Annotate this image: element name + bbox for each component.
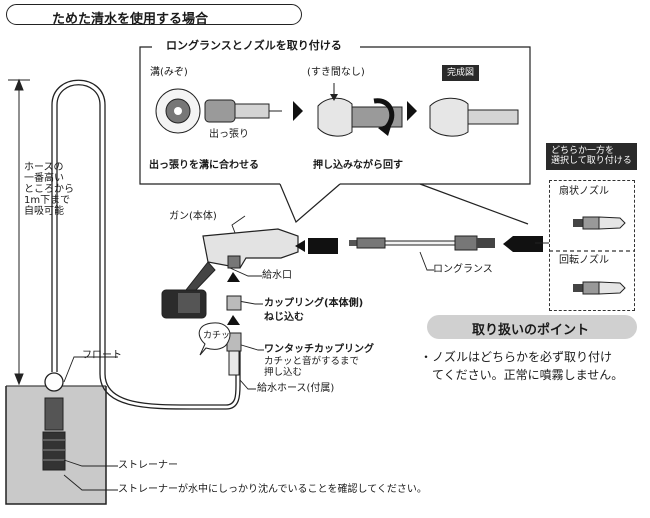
nozzle-select-instruction: どちらか一方を 選択して取り付ける [546,143,637,170]
float-label: フロート [82,350,122,361]
align-caption: 出っ張りを溝に合わせる [149,160,259,171]
gun-body [161,228,299,319]
rotary-nozzle-shape [573,281,626,295]
click-bubble [198,322,231,356]
points-text: ・ノズルはどちらかを必ず取り付け てください。正常に噴霧しません。 [420,350,624,382]
push-twist-caption: 押し込みながら回す [313,160,403,171]
supply-hose-label: 給水ホース(付属) [257,383,335,394]
groove-label: 溝(みぞ) [150,67,188,78]
protrusion-label: 出っ張り [209,129,249,140]
no-gap-label: (すき間なし) [307,67,365,78]
coupling-stack [226,272,242,376]
click-sound-label: カチッ [203,331,231,341]
height-dimension-arrow [8,78,30,386]
coupling-sub: ねじ込む [264,312,304,323]
lance-coupling-closeup [155,88,417,134]
nozzle-choice-box [549,180,635,311]
points-heading-frame [427,315,637,339]
title-frame [6,4,302,25]
strainer-note: ストレーナーが水中にしっかり沈んでいることを確認してください。 [118,484,427,495]
strainer-label: ストレーナー [118,460,178,471]
completed-illustration [429,97,519,137]
water-inlet-label: 給水口 [262,270,292,281]
long-lance-label: ロングランス [433,264,493,275]
long-lance [295,235,543,254]
strainer-shape [42,397,66,471]
push-twist-illustration [317,83,403,137]
fan-nozzle-shape [573,216,626,230]
supply-hose-line [51,79,241,410]
gun-label: ガン(本体) [169,211,217,222]
float-shape [44,372,64,392]
completed-label: 完成図 [442,65,480,82]
one-touch-sub: カチッと音がするまで 押し込む [264,356,360,378]
hose-height-note: ホースの 一番高い ところから 1m下まで 自吸可能 [24,162,74,217]
assembly-panel [139,46,531,225]
page-title: ためた清水を使用する場合 [52,12,209,27]
coupling-title: カップリング(本体側) [264,298,364,309]
points-heading: 取り扱いのポイント [472,323,590,338]
one-touch-title: ワンタッチカップリング [264,344,374,355]
assembly-heading: ロングランスとノズルを取り付ける [162,39,346,53]
fan-nozzle-label: 扇状ノズル [559,186,609,197]
rotary-nozzle-label: 回転ノズル [559,255,609,266]
